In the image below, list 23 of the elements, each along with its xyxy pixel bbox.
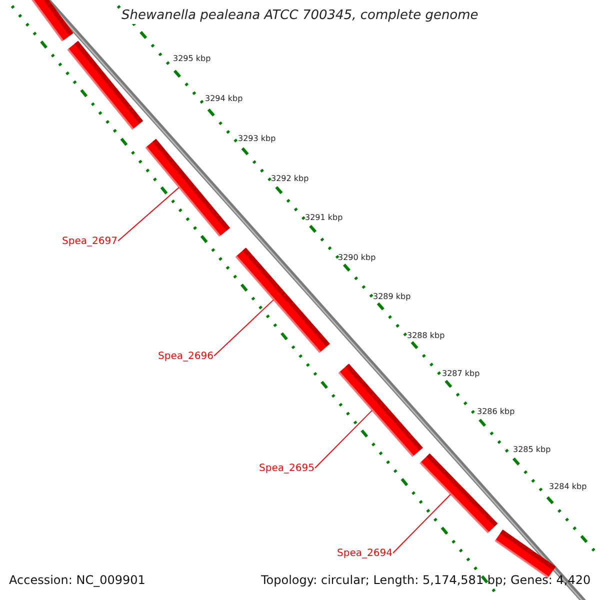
leader-line [314,410,373,468]
gene-label: Spea_2696 [158,351,214,362]
gene-label: Spea_2694 [337,548,392,560]
gene-bar [338,364,423,457]
gene-bar [420,453,498,534]
position-label: 3292 kbp [271,174,309,183]
info-text: Accession: NC_009901 [9,574,146,588]
title: Shewanella pealeana ATCC 700345, complete genome [122,9,478,24]
position-label: 3284 kbp [549,482,587,491]
gene-bar [28,0,74,42]
gene-bar [235,248,330,353]
gene-bar [67,40,144,130]
leader-line [118,187,180,242]
leader-line [214,299,274,356]
position-label: 3289 kbp [373,292,411,301]
gene-label: Spea_2695 [259,463,314,474]
leader-line [392,494,452,554]
position-label: 3287 kbp [442,368,480,378]
gene-bar [145,138,230,237]
gene-label: Spea_2697 [62,236,118,248]
position-label: 3290 kbp [338,252,376,262]
position-label: 3294 kbp [205,94,243,103]
position-label: 3286 kbp [477,406,515,416]
